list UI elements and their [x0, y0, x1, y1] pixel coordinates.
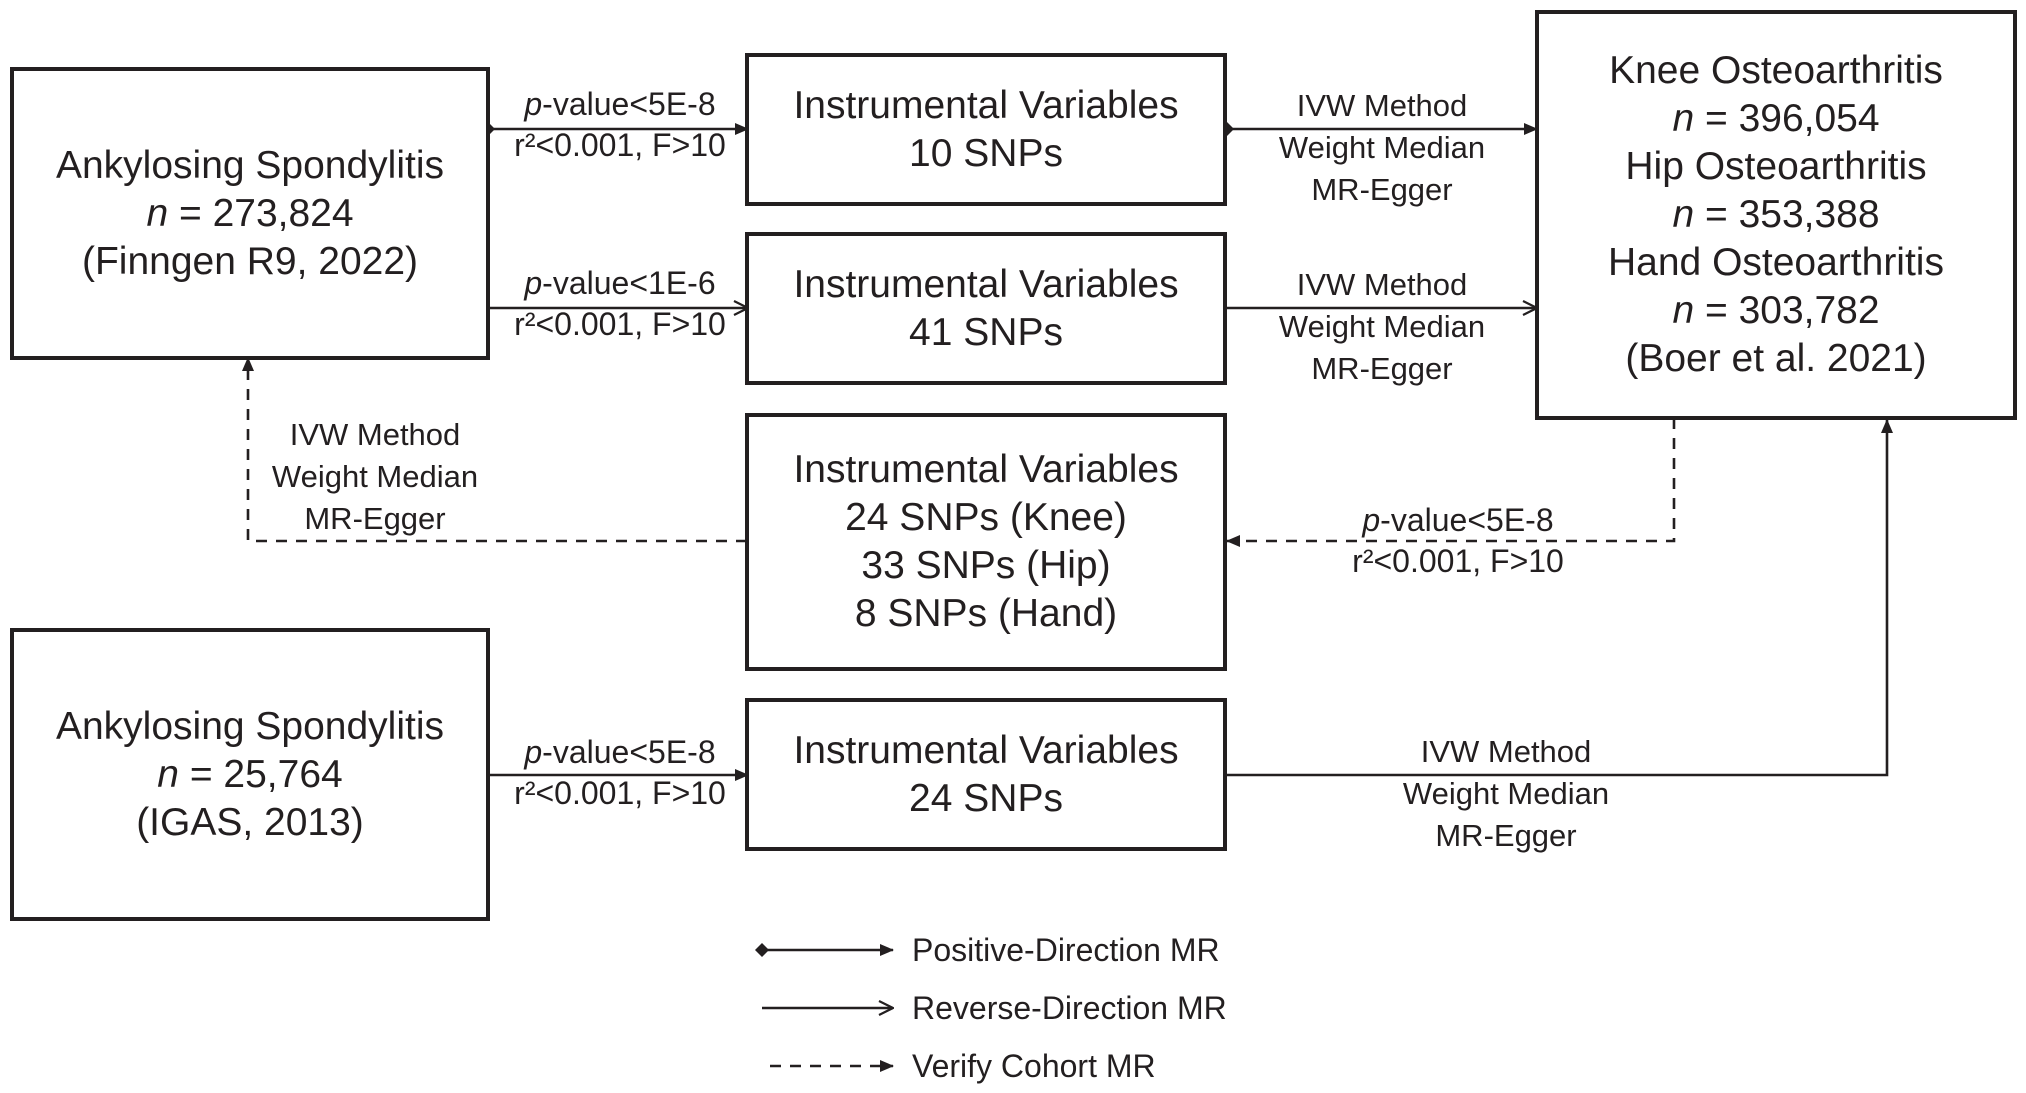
- legend-positive-label: Positive-Direction MR: [912, 932, 1220, 968]
- method-weight-median: Weight Median: [1278, 130, 1486, 165]
- threshold-label-row2: p-value<1E-6 r²<0.001, F>10: [492, 263, 748, 345]
- methods-label-row1: IVW Method Weight Median MR-Egger: [1232, 85, 1532, 211]
- iv-box-24-title: Instrumental Variables: [793, 728, 1179, 772]
- as-igas-title: Ankylosing Spondylitis: [55, 704, 445, 748]
- as-finngen-sample-size: n = 273,824: [146, 191, 354, 235]
- p-value-threshold: p-value<1E-6: [524, 265, 716, 301]
- iv-box-24-count: 24 SNPs: [909, 776, 1063, 820]
- iv-box-10-title: Instrumental Variables: [793, 83, 1179, 127]
- hand-oa-title: Hand Osteoarthritis: [1608, 241, 1944, 284]
- iv-box-24-snps: Instrumental Variables 24 SNPs: [745, 698, 1227, 851]
- iv-box-41-count: 41 SNPs: [909, 310, 1063, 354]
- method-mr-egger: MR-Egger: [304, 501, 446, 536]
- legend-reverse-label: Reverse-Direction MR: [912, 990, 1227, 1026]
- threshold-label-row4: p-value<5E-8 r²<0.001, F>10: [492, 732, 748, 814]
- iv-box-reverse: Instrumental Variables 24 SNPs (Knee) 33…: [745, 413, 1227, 671]
- p-value-threshold: p-value<5E-8: [1362, 502, 1554, 538]
- r2-f-threshold: r²<0.001, F>10: [514, 775, 726, 811]
- iv-box-41-snps: Instrumental Variables 41 SNPs: [745, 232, 1227, 385]
- as-finngen-source: (Finngen R9, 2022): [81, 239, 419, 283]
- method-weight-median: Weight Median: [1278, 309, 1486, 344]
- as-igas-sample-size: n = 25,764: [157, 752, 343, 796]
- threshold-label-row1: p-value<5E-8 r²<0.001, F>10: [492, 84, 748, 166]
- threshold-label-reverse: p-value<5E-8 r²<0.001, F>10: [1320, 500, 1596, 582]
- arrow-iv4-to-oa: [1227, 419, 1893, 777]
- p-value-threshold: p-value<5E-8: [524, 86, 716, 122]
- method-ivw: IVW Method: [1420, 734, 1592, 769]
- hip-oa-title: Hip Osteoarthritis: [1625, 145, 1927, 188]
- iv-box-reverse-title: Instrumental Variables: [793, 448, 1179, 491]
- dashed-oa-to-iv3: [1226, 418, 1676, 547]
- method-ivw: IVW Method: [1296, 267, 1468, 302]
- methods-label-verify: IVW Method Weight Median MR-Egger: [250, 414, 500, 540]
- legend-verify-label: Verify Cohort MR: [912, 1048, 1156, 1084]
- as-igas-box: Ankylosing Spondylitis n = 25,764 (IGAS,…: [10, 628, 490, 921]
- hip-oa-sample-size: n = 353,388: [1672, 193, 1880, 236]
- method-ivw: IVW Method: [289, 417, 461, 452]
- method-weight-median: Weight Median: [1402, 776, 1610, 811]
- knee-oa-title: Knee Osteoarthritis: [1609, 49, 1943, 92]
- r2-f-threshold: r²<0.001, F>10: [514, 127, 726, 163]
- as-finngen-box: Ankylosing Spondylitis n = 273,824 (Finn…: [10, 67, 490, 360]
- hand-oa-sample-size: n = 303,782: [1672, 289, 1880, 332]
- r2-f-threshold: r²<0.001, F>10: [1352, 543, 1564, 579]
- iv-box-reverse-hip: 33 SNPs (Hip): [861, 544, 1111, 587]
- method-mr-egger: MR-Egger: [1435, 818, 1577, 853]
- p-value-threshold: p-value<5E-8: [524, 734, 716, 770]
- method-weight-median: Weight Median: [271, 459, 479, 494]
- osteoarthritis-box: Knee Osteoarthritis n = 396,054 Hip Oste…: [1535, 10, 2017, 420]
- as-igas-source: (IGAS, 2013): [136, 800, 364, 844]
- knee-oa-sample-size: n = 396,054: [1672, 97, 1880, 140]
- iv-box-reverse-hand: 8 SNPs (Hand): [854, 592, 1118, 635]
- method-mr-egger: MR-Egger: [1311, 172, 1453, 207]
- oa-source: (Boer et al. 2021): [1625, 337, 1927, 380]
- iv-box-reverse-knee: 24 SNPs (Knee): [845, 496, 1127, 539]
- method-ivw: IVW Method: [1296, 88, 1468, 123]
- methods-label-row4: IVW Method Weight Median MR-Egger: [1356, 731, 1656, 857]
- r2-f-threshold: r²<0.001, F>10: [514, 306, 726, 342]
- method-mr-egger: MR-Egger: [1311, 351, 1453, 386]
- iv-box-41-title: Instrumental Variables: [793, 262, 1179, 306]
- methods-label-row2: IVW Method Weight Median MR-Egger: [1232, 264, 1532, 390]
- dashed-iv3-to-as: [242, 357, 747, 543]
- iv-box-10-snps: Instrumental Variables 10 SNPs: [745, 53, 1227, 206]
- as-finngen-title: Ankylosing Spondylitis: [55, 143, 445, 187]
- iv-box-10-count: 10 SNPs: [909, 131, 1063, 175]
